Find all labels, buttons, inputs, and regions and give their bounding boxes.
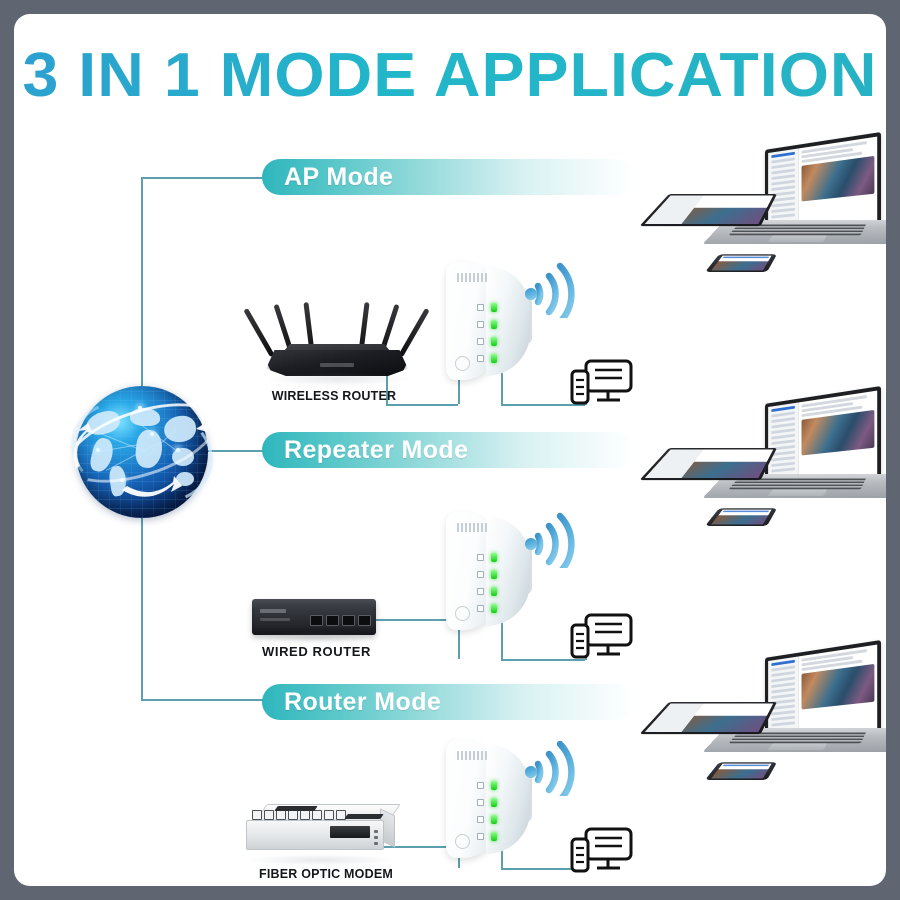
fiber-modem-shadow xyxy=(246,854,396,866)
wired-router-shadow xyxy=(252,632,378,644)
connector-rt-ext-down2 xyxy=(501,840,503,868)
laptop-tablet-phone-icon-2 xyxy=(639,386,886,526)
caption-fiber-optic-modem: FIBER OPTIC MODEM xyxy=(259,867,393,881)
connector-rep-ext-down2 xyxy=(501,614,503,659)
wifi-range-extender-icon xyxy=(446,262,538,380)
connector-rt-client-h xyxy=(501,868,585,870)
tablet-icon-2 xyxy=(639,448,777,481)
monitor-and-phone-icon-2 xyxy=(570,613,633,659)
mode-label-ap-text: AP Mode xyxy=(284,162,394,191)
connector-globe-down xyxy=(141,450,143,699)
connector-router xyxy=(141,699,271,701)
wired-router-icon xyxy=(252,599,376,635)
phone-icon-2 xyxy=(705,508,778,526)
globe-arrows-icon xyxy=(73,400,210,497)
mode-label-repeater-text: Repeater Mode xyxy=(284,435,469,464)
wireless-router-icon xyxy=(243,286,430,378)
monitor-and-phone-icon-3 xyxy=(570,827,633,873)
connector-ap-client-h xyxy=(501,404,585,406)
wifi-signal-icon-2 xyxy=(525,512,575,568)
laptop-tablet-phone-icon xyxy=(639,132,886,272)
wifi-signal-icon xyxy=(525,262,575,318)
infographic-panel: 3 IN 1 MODE APPLICATION xyxy=(14,14,886,886)
phone-icon xyxy=(705,254,778,272)
mode-label-ap[interactable]: AP Mode xyxy=(262,159,634,195)
connector-rep-ext-down xyxy=(458,614,460,659)
globe-internet-icon xyxy=(57,372,227,532)
wifi-signal-icon-3 xyxy=(525,740,575,796)
caption-wireless-router: WIRELESS ROUTER xyxy=(271,389,397,403)
connector-ap-ext-down xyxy=(458,366,460,404)
connector-rt-modem-h xyxy=(380,846,458,848)
connector-globe-right xyxy=(204,450,274,452)
wps-button-2[interactable] xyxy=(455,606,470,621)
tablet-icon-3 xyxy=(639,702,777,735)
page-title: 3 IN 1 MODE APPLICATION xyxy=(14,40,886,111)
fiber-optic-modem-icon xyxy=(246,804,401,858)
connector-ap xyxy=(141,177,271,179)
laptop-tablet-phone-icon-3 xyxy=(639,640,886,780)
connector-rep-router-h xyxy=(366,619,458,621)
wps-button-3[interactable] xyxy=(455,834,470,849)
connector-rep-client-h xyxy=(501,659,585,661)
mode-label-router-text: Router Mode xyxy=(284,687,442,716)
phone-icon-3 xyxy=(705,762,778,780)
connector-ap-router-h xyxy=(386,404,458,406)
wifi-range-extender-icon-2 xyxy=(446,512,538,630)
mode-label-repeater[interactable]: Repeater Mode xyxy=(262,432,634,468)
caption-wired-router: WIRED ROUTER xyxy=(261,644,372,659)
connector-ap-ext-down2 xyxy=(501,366,503,404)
connector-ap-router-down xyxy=(386,372,388,404)
tablet-icon xyxy=(639,194,777,227)
wps-button[interactable] xyxy=(455,356,470,371)
wifi-range-extender-icon-3 xyxy=(446,740,538,858)
wireless-router-shadow xyxy=(264,372,410,386)
mode-label-router[interactable]: Router Mode xyxy=(262,684,634,720)
monitor-and-phone-icon xyxy=(570,359,633,405)
